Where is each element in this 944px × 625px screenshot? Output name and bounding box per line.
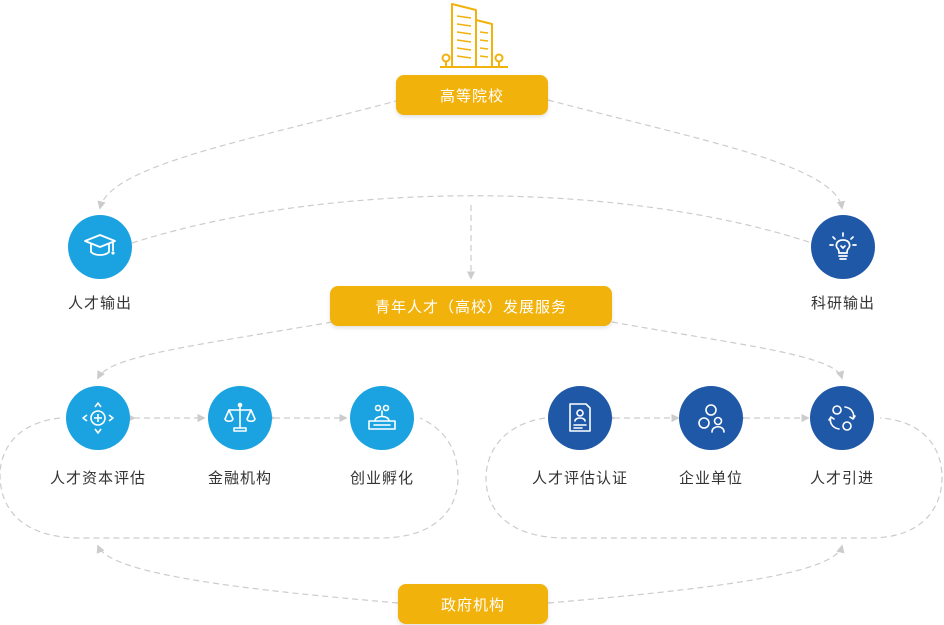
enterprise-node: [679, 386, 743, 450]
building-icon: [440, 3, 508, 68]
finance-institution-label: 金融机构: [207, 469, 273, 487]
certificate-icon: [569, 403, 591, 432]
research-output-node: [811, 215, 875, 279]
talent-output-label: 人才输出: [67, 294, 133, 312]
university-node: 高等院校: [396, 75, 548, 115]
talent-introduction-label: 人才引进: [809, 469, 875, 487]
users-icon: [698, 404, 725, 433]
government-label: 政府机构: [440, 595, 505, 614]
lightbulb-icon: [829, 232, 857, 260]
edge-youth-left: [97, 321, 333, 380]
edge-government-left: [96, 544, 399, 604]
edge-university-talent-output: [97, 99, 401, 210]
university-label: 高等院校: [439, 86, 504, 105]
arrows-move-icon: [82, 402, 114, 434]
talent-introduction-node: [810, 386, 874, 450]
right-group-loop: [485, 417, 943, 539]
sprout-box-icon: [368, 404, 396, 430]
talent-capital-assessment-node: [66, 386, 130, 450]
refresh-people-icon: [828, 405, 856, 431]
youth-service-node: 青年人才（高校）发展服务: [330, 286, 612, 326]
talent-output-node: [68, 215, 132, 279]
research-output-label: 科研输出: [810, 294, 876, 312]
youth-service-label: 青年人才（高校）发展服务: [374, 297, 567, 316]
graduation-cap-icon: [84, 234, 116, 256]
finance-institution-node: [208, 386, 272, 450]
startup-incubation-node: [350, 386, 414, 450]
scales-icon: [224, 402, 256, 432]
edge-university-research-output: [547, 99, 846, 210]
edge-government-right: [547, 544, 845, 604]
enterprise-label: 企业单位: [678, 469, 744, 487]
edge-youth-right: [611, 321, 845, 380]
edge-output-arc: [131, 195, 813, 244]
government-node: 政府机构: [398, 584, 548, 624]
talent-assessment-cert-label: 人才评估认证: [531, 469, 629, 487]
talent-assessment-cert-node: [548, 386, 612, 450]
startup-incubation-label: 创业孵化: [349, 469, 415, 487]
talent-capital-assessment-label: 人才资本评估: [49, 469, 147, 487]
